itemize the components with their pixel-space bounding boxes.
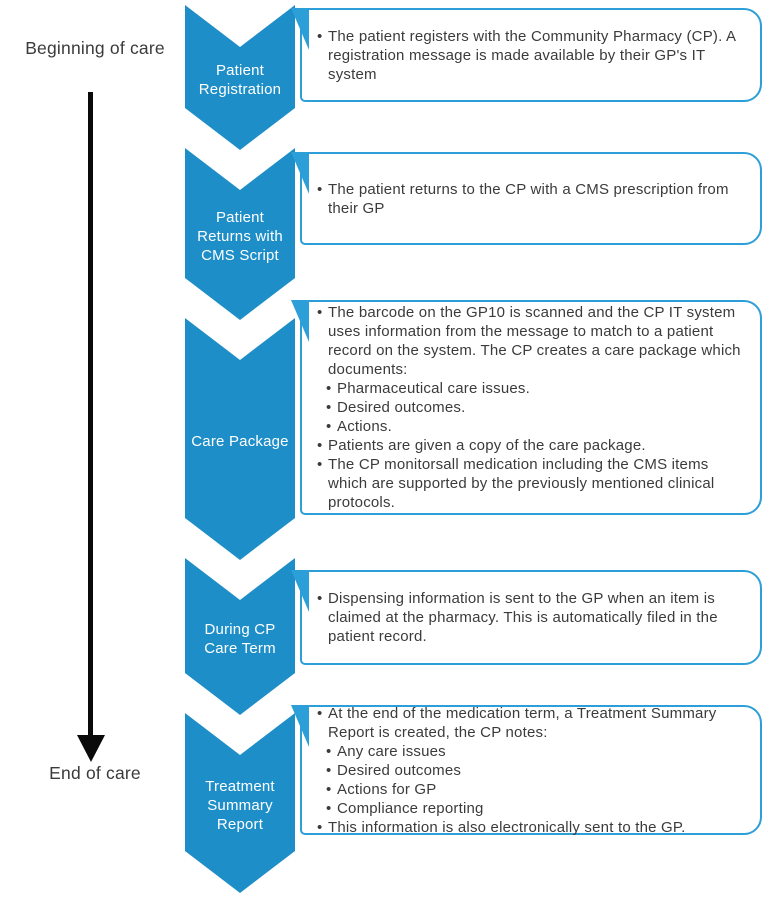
bullet-item: The patient returns to the CP with a CMS… xyxy=(310,180,744,218)
chevron-label: During CP Care Term xyxy=(204,620,276,657)
chevron-label: Care Package xyxy=(191,432,289,450)
bullet-item: Patients are given a copy of the care pa… xyxy=(310,436,744,455)
chevron-care-package: Care Package xyxy=(185,318,295,560)
end-of-care-label: End of care xyxy=(49,763,141,783)
detail-box-patient-registration: The patient registers with the Community… xyxy=(291,8,762,102)
arrow-down-icon xyxy=(77,735,105,762)
bullet-item: The barcode on the GP10 is scanned and t… xyxy=(310,303,744,379)
bullet-item: The patient registers with the Community… xyxy=(310,27,744,84)
chevron-label: Treatment Summary Report xyxy=(205,777,275,833)
chevron-treatment-summary-report: Treatment Summary Report xyxy=(185,713,295,893)
bullet-item: Dispensing information is sent to the GP… xyxy=(310,589,744,646)
bullet-item: Actions. xyxy=(319,417,744,436)
chevron-patient-registration: Patient Registration xyxy=(185,5,295,150)
bullet-item: Actions for GP xyxy=(319,780,744,799)
chevron-label: Patient Returns with CMS Script xyxy=(197,208,283,264)
detail-box-during-cp-care-term: Dispensing information is sent to the GP… xyxy=(291,570,762,665)
bullet-item: Compliance reporting xyxy=(319,799,744,818)
detail-box-care-package: The barcode on the GP10 is scanned and t… xyxy=(291,300,762,515)
bullet-item: Pharmaceutical care issues. xyxy=(319,379,744,398)
detail-box-treatment-summary-report: At the end of the medication term, a Tre… xyxy=(291,704,762,837)
timeline-arrow-line xyxy=(88,92,93,737)
chevron-label: Patient Registration xyxy=(198,61,282,98)
chevron-during-cp-care-term: During CP Care Term xyxy=(185,558,295,715)
chevron-patient-returns-cms-script: Patient Returns with CMS Script xyxy=(185,148,295,320)
bullet-item: Any care issues xyxy=(319,742,744,761)
bullet-item: The CP monitorsall medication including … xyxy=(310,455,744,512)
bullet-item: At the end of the medication term, a Tre… xyxy=(310,704,744,742)
bullet-item: This information is also electronically … xyxy=(310,818,744,837)
detail-box-patient-returns: The patient returns to the CP with a CMS… xyxy=(291,152,762,245)
bullet-item: Desired outcomes. xyxy=(319,398,744,417)
beginning-of-care-label: Beginning of care xyxy=(25,38,165,58)
bullet-item: Desired outcomes xyxy=(319,761,744,780)
